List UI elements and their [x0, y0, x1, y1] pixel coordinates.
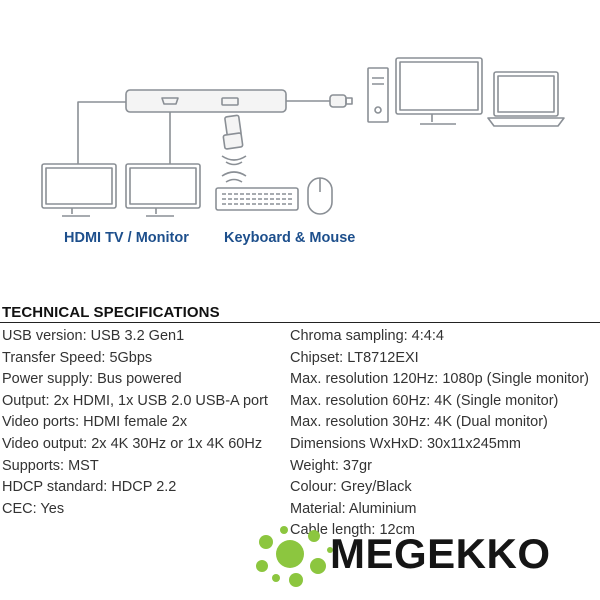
- caption-keyboard-mouse: Keyboard & Mouse: [224, 230, 356, 246]
- spec-cable-length: Cable length: 12cm: [290, 522, 415, 539]
- specs-column-left: USB version: USB 3.2 Gen1 Transfer Speed…: [2, 326, 282, 520]
- usb-port-icon: [221, 97, 239, 106]
- brand-splash-icon: [256, 526, 333, 587]
- spec-dimensions: Dimensions WxHxD: 30x11x245mm: [290, 435, 521, 452]
- spec-res-60: Max. resolution 60Hz: 4K (Single monitor…: [290, 392, 559, 409]
- desktop-monitor-icon: [395, 57, 483, 125]
- mouse-icon: [307, 177, 333, 215]
- spec-supports: Supports: MST: [2, 457, 99, 474]
- spec-weight: Weight: 37gr: [290, 457, 372, 474]
- spec-colour: Colour: Grey/Black: [290, 479, 412, 496]
- monitor-left-icon: [41, 163, 117, 217]
- wireless-signal-icon: [221, 155, 247, 161]
- specs-column-right: Chroma sampling: 4:4:4 Chipset: LT8712EX…: [290, 326, 600, 542]
- specs-divider: [0, 322, 600, 323]
- caption-hdmi-monitor: HDMI TV / Monitor: [64, 230, 189, 246]
- spec-video-output: Video output: 2x 4K 30Hz or 1x 4K 60Hz: [2, 435, 263, 452]
- spec-chroma: Chroma sampling: 4:4:4: [290, 328, 444, 344]
- spec-res-120: Max. resolution 120Hz: 1080p (Single mon…: [290, 371, 590, 388]
- brand-name: MEGEKKO: [330, 530, 551, 577]
- spec-res-30: Max. resolution 30Hz: 4K (Dual monitor): [290, 414, 548, 431]
- spec-usb-version: USB version: USB 3.2 Gen1: [2, 328, 185, 344]
- desktop-tower-icon: [367, 67, 389, 123]
- diagram-illustration: [41, 57, 565, 217]
- spec-output: Output: 2x HDMI, 1x USB 2.0 USB-A port: [2, 392, 268, 409]
- usb-hub-icon: [125, 89, 287, 113]
- specs-title: TECHNICAL SPECIFICATIONS: [2, 304, 220, 321]
- spec-transfer-speed: Transfer Speed: 5Gbps: [2, 349, 153, 366]
- spec-material: Material: Aluminium: [290, 500, 417, 517]
- cable-line-left: [77, 101, 126, 164]
- spec-chipset: Chipset: LT8712EXI: [290, 349, 419, 366]
- laptop-icon: [487, 71, 565, 127]
- spec-power-supply: Power supply: Bus powered: [2, 371, 182, 388]
- monitor-right-icon: [125, 163, 201, 217]
- keyboard-icon: [215, 187, 299, 211]
- spec-hdcp: HDCP standard: HDCP 2.2: [2, 479, 177, 496]
- megekko-logo: MEGEKKO: [248, 520, 600, 600]
- spec-video-ports: Video ports: HDMI female 2x: [2, 414, 188, 431]
- connection-diagram: HDMI TV / Monitor Keyboard & Mouse: [0, 0, 600, 290]
- spec-cec: CEC: Yes: [2, 500, 65, 517]
- hdmi-port-icon: [161, 97, 179, 105]
